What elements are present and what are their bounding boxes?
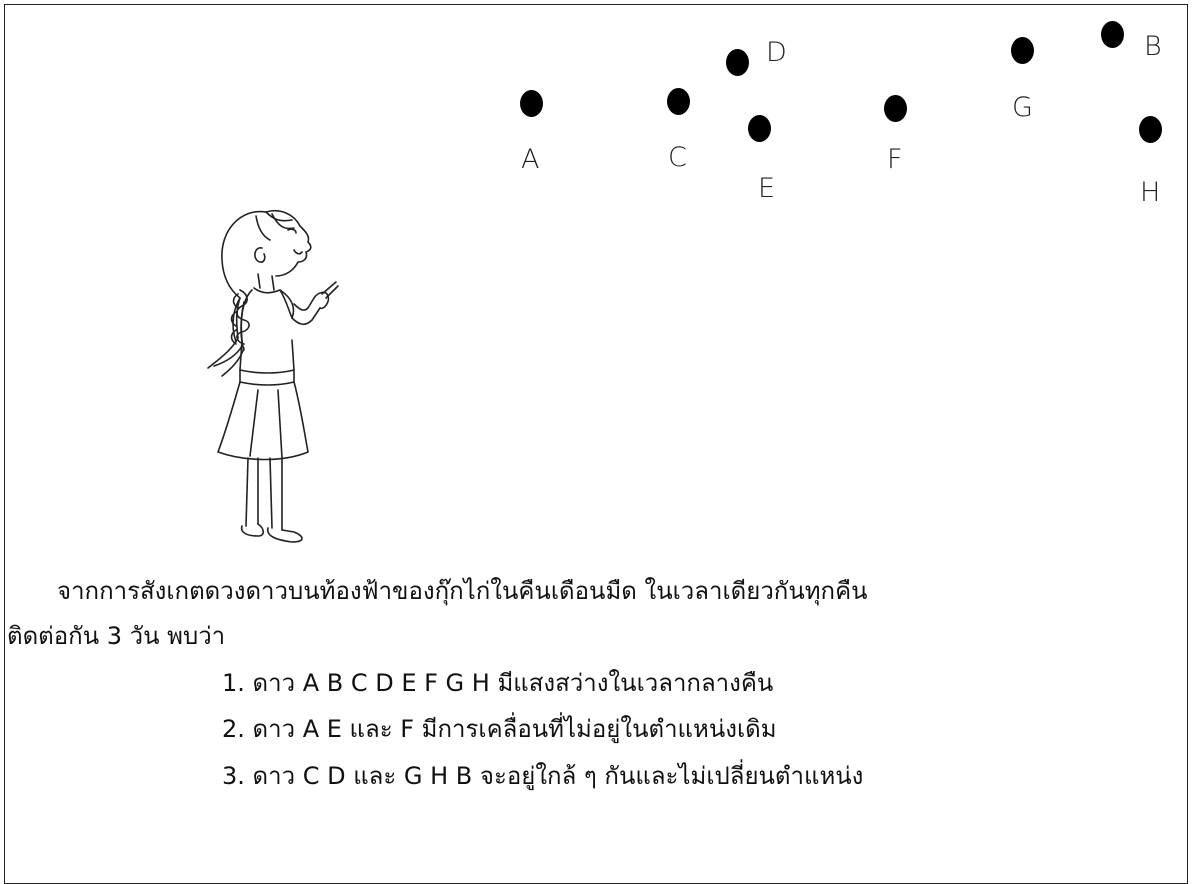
star-label-g: G	[1012, 92, 1033, 123]
star-dot-c	[667, 88, 690, 115]
star-dot-f	[884, 95, 907, 122]
star-dot-h	[1139, 116, 1162, 143]
star-dot-a	[520, 90, 543, 117]
paragraph-line-2: ติดต่อกัน 3 วัน พบว่า	[7, 622, 226, 650]
figure-frame	[4, 4, 1188, 884]
star-dot-d	[726, 49, 749, 76]
star-label-e: E	[758, 173, 776, 204]
star-label-b: B	[1144, 31, 1162, 62]
star-dot-g	[1011, 37, 1034, 64]
star-label-a: A	[521, 144, 540, 175]
observation-item-2: 2. ดาว A E และ F มีการเคลื่อนที่ไม่อยู่ใ…	[222, 715, 777, 743]
star-dot-b	[1101, 21, 1124, 48]
star-label-d: D	[766, 37, 787, 68]
star-label-c: C	[668, 142, 687, 173]
star-label-h: H	[1140, 177, 1161, 208]
girl-looking-up-illustration	[207, 210, 339, 543]
observation-item-1: 1. ดาว A B C D E F G H มีแสงสว่างในเวลาก…	[222, 669, 774, 697]
star-dot-e	[748, 115, 771, 142]
star-label-f: F	[887, 144, 903, 175]
observation-item-3: 3. ดาว C D และ G H B จะอยู่ใกล้ ๆ กันและ…	[222, 762, 864, 790]
paragraph-line-1: จากการสังเกตดวงดาวบนท้องฟ้าของกุ๊กไก่ในค…	[57, 577, 868, 605]
